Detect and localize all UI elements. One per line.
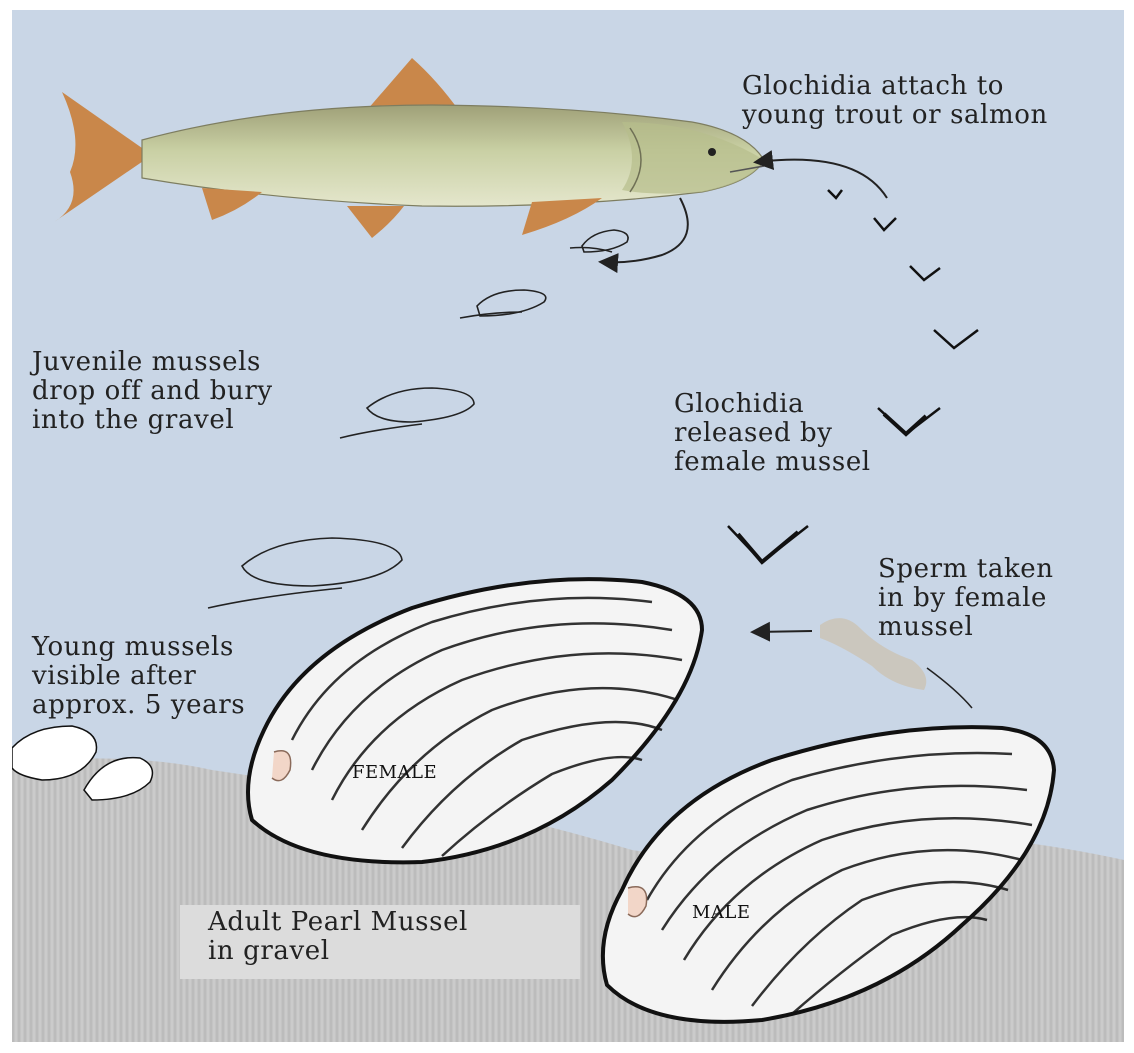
label-adult-gravel: Adult Pearl Mussel in gravel — [208, 908, 468, 966]
male-tag: MALE — [692, 902, 751, 923]
arrow-sperm — [754, 631, 812, 632]
label-young-visible: Young mussels visible after approx. 5 ye… — [32, 633, 245, 720]
label-glochidia-released: Glochidia released by female mussel — [674, 390, 871, 477]
label-juvenile-drop: Juvenile mussels drop off and bury into … — [32, 348, 273, 435]
label-glochidia-attach: Glochidia attach to young trout or salmo… — [742, 72, 1048, 130]
label-sperm-taken: Sperm taken in by female mussel — [878, 555, 1054, 642]
fish-eye — [708, 148, 716, 156]
diagram-artwork — [12, 10, 1124, 1042]
diagram-frame: Glochidia attach to young trout or salmo… — [12, 10, 1124, 1042]
female-tag: FEMALE — [352, 762, 437, 783]
